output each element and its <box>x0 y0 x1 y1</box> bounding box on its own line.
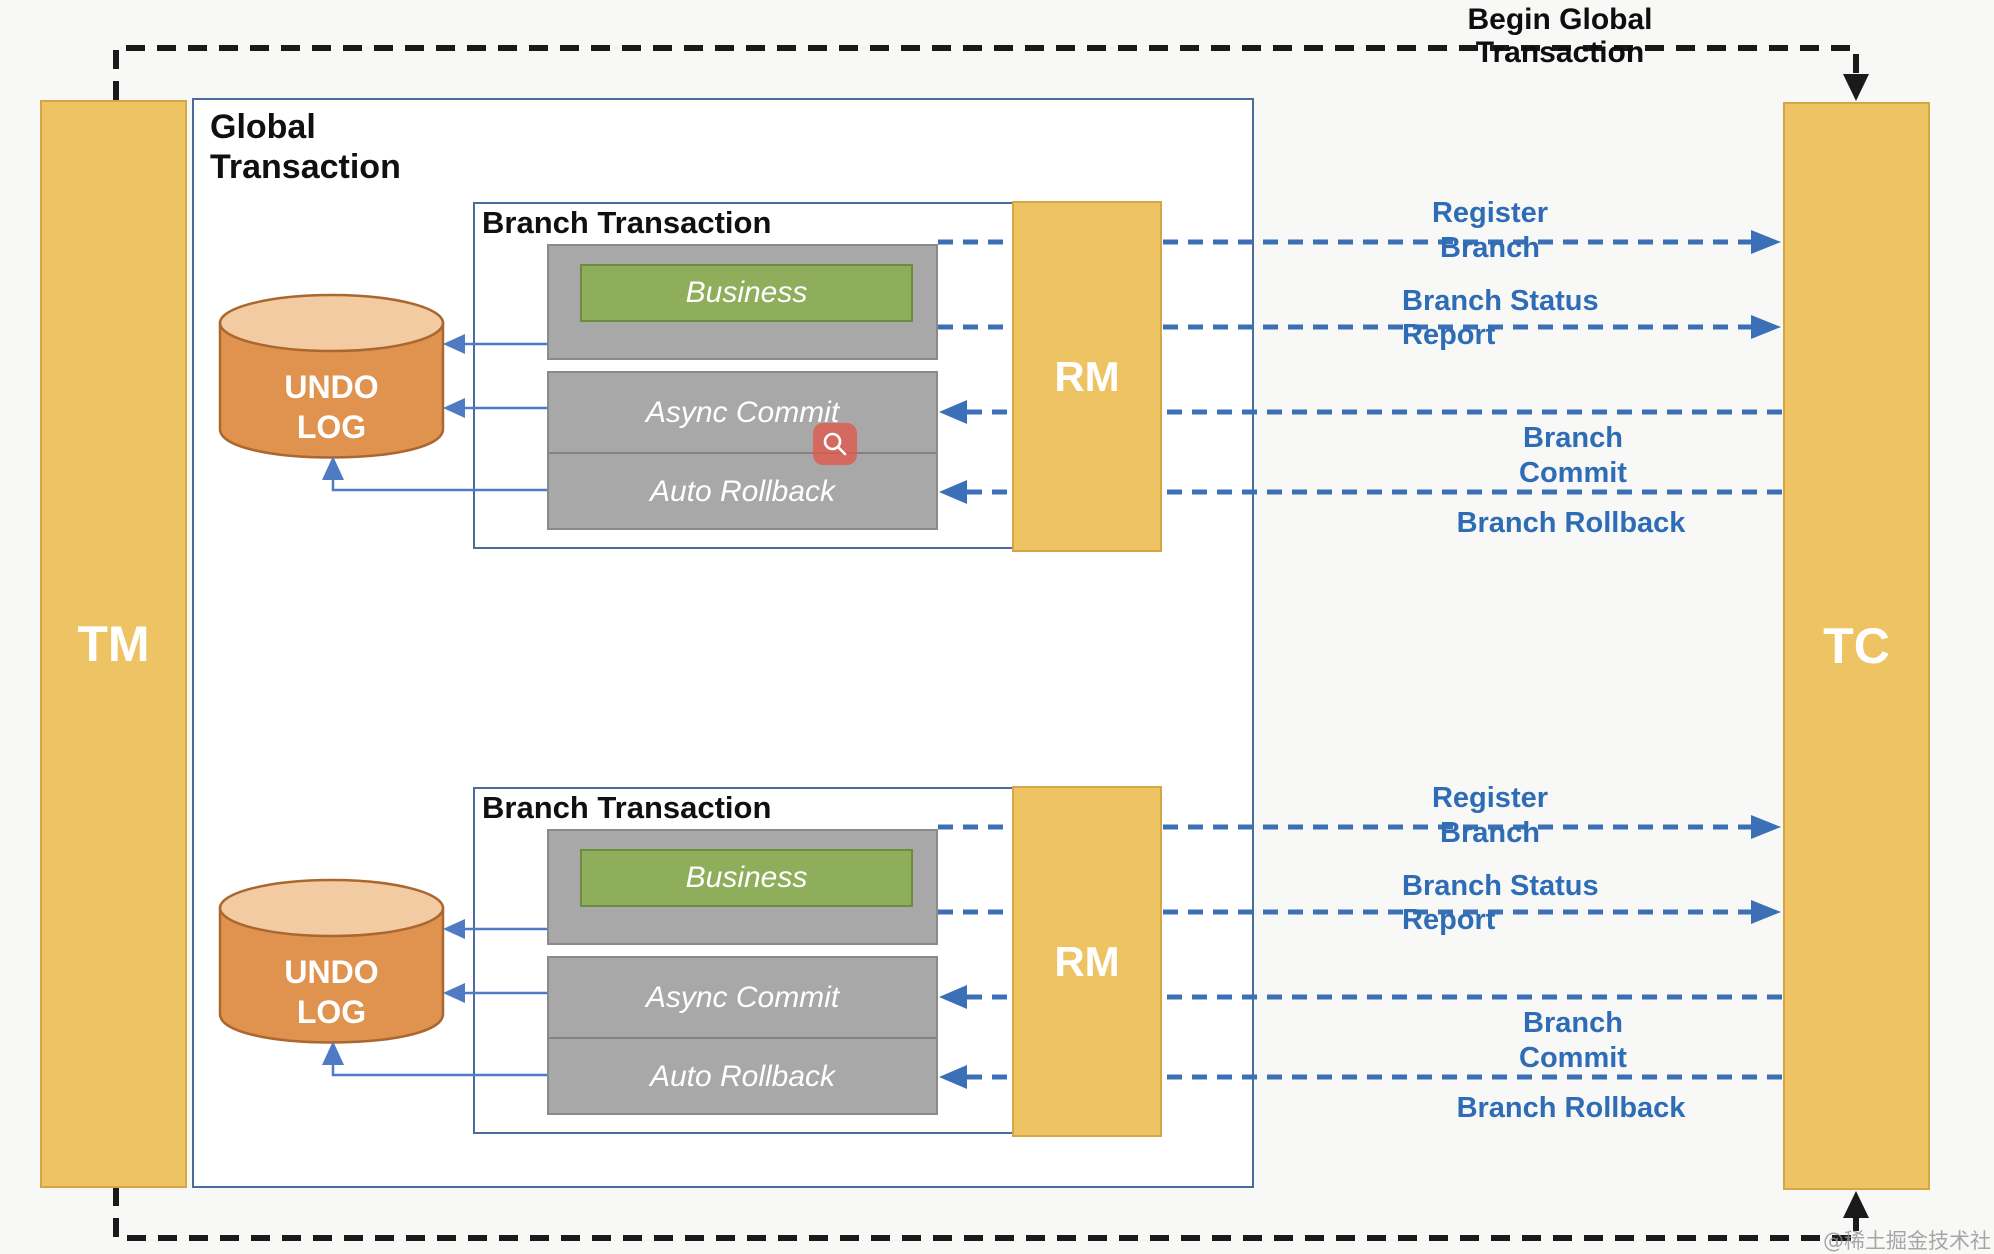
watermark: @稀土掘金技术社区 <box>1823 1229 1991 1253</box>
auto-rollback-box-2: Auto Rollback <box>549 1037 936 1115</box>
rm-bar-2: RM <box>1012 786 1162 1137</box>
search-icon[interactable] <box>813 423 857 465</box>
branch-status-label-2: Branch Status Report <box>1402 869 1622 937</box>
tc-bar: TC <box>1783 102 1930 1190</box>
arrowhead-down-tc-top <box>1843 74 1869 101</box>
register-branch-label-1: Register Branch <box>1390 196 1590 266</box>
undo-log-label-2-line2: LOG <box>296 994 367 1030</box>
begin-global-label-line1: Begin Global <box>1467 3 1653 36</box>
undo-log-label-1-line1: UNDO <box>284 369 379 405</box>
arrowhead-right-register-1 <box>1751 230 1781 254</box>
register-branch-label-1-line2: Branch <box>1440 232 1540 264</box>
begin-global-label-line2: Transaction <box>1475 36 1645 69</box>
arrowhead-right-status-1 <box>1751 315 1781 339</box>
branch-commit-label-1: Branch Commit <box>1519 422 1627 489</box>
async-commit-box-1: Async Commit <box>645 395 840 429</box>
branch-commit-label-2: Branch Commit <box>1519 1007 1627 1074</box>
register-branch-label-2-line1: Register <box>1431 782 1549 814</box>
undo-log-label-1: UNDO LOG <box>220 367 443 447</box>
branch-status-label-2-line2: Report <box>1402 904 1496 936</box>
register-branch-label-2: Register Branch <box>1390 781 1590 851</box>
branch-status-label-2-line1: Branch Status <box>1402 870 1599 902</box>
arrowhead-right-status-2 <box>1751 900 1781 924</box>
register-branch-label-1-line1: Register <box>1431 197 1549 229</box>
rm-bar-1: RM <box>1012 201 1162 552</box>
branch-rollback-label-1: Branch Rollback <box>1456 507 1686 539</box>
async-commit-box-2: Async Commit <box>645 980 840 1014</box>
global-transaction-label: Global Transaction <box>210 107 401 187</box>
commit-rollback-container-2: Async Commit Auto Rollback <box>547 956 938 1115</box>
branch-transaction-title-1: Branch Transaction <box>482 205 772 240</box>
global-transaction-label-line1: Global <box>210 108 316 146</box>
undo-log-label-2-line1: UNDO <box>284 954 379 990</box>
undo-log-label-2: UNDO LOG <box>220 952 443 1032</box>
commit-rollback-container-1: Async Commit Auto Rollback <box>547 371 938 530</box>
auto-rollback-box-1: Auto Rollback <box>549 452 936 530</box>
branch-status-label-1: Branch Status Report <box>1402 284 1622 352</box>
undo-log-label-1-line2: LOG <box>296 409 367 445</box>
branch-status-label-1-line1: Branch Status <box>1402 285 1599 317</box>
branch-status-label-1-line2: Report <box>1402 319 1496 351</box>
arrowhead-up-tc-bottom <box>1843 1191 1869 1218</box>
global-transaction-label-line2: Transaction <box>210 148 401 186</box>
begin-global-transaction-label: Begin Global Transaction <box>1455 3 1665 69</box>
magnifier-glyph <box>823 432 847 456</box>
business-box-1: Business <box>580 264 913 322</box>
register-branch-label-2-line2: Branch <box>1440 817 1540 849</box>
branch-rollback-label-2: Branch Rollback <box>1456 1092 1686 1124</box>
business-box-2: Business <box>580 849 913 907</box>
arrowhead-right-register-2 <box>1751 815 1781 839</box>
tm-bar: TM <box>40 100 187 1188</box>
branch-transaction-title-2: Branch Transaction <box>482 790 772 825</box>
